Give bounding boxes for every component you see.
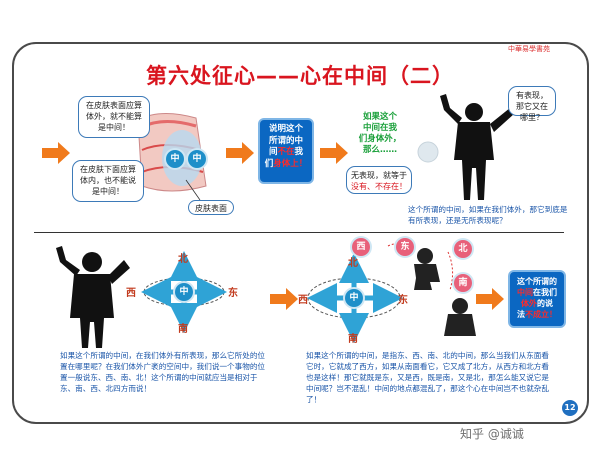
section-divider [34,232,564,233]
box-highlight: 身体上！ [273,158,308,169]
box-line: 们身体上！ [263,159,309,171]
box-line: 这个所谓的 [517,277,557,286]
watermark: 知乎 @诚诚 [460,427,524,441]
green-line: 如果这个 [362,112,397,122]
green-line: 中间在我 [362,123,397,133]
callout-inside-skin: 在皮肤下面应算体内，也不能说是中间！ [72,160,144,202]
callout-outside-skin: 在皮肤表面应算体外，就不能算是中间！ [78,96,150,138]
south-badge: 南 [454,274,472,292]
orange-arrow-icon [42,142,70,164]
callout-no-show: 无表现，就等于 没有、不存在！ [346,166,412,194]
dir-west: 西 [126,288,136,299]
green-line: 们身体外， [358,134,402,144]
orange-arrow-icon [226,142,254,164]
box-line: 所谓的中 [268,135,303,146]
box-text: 在我们 [533,288,557,297]
west-badge: 西 [352,238,370,256]
page-number: 12 [562,400,578,416]
dashed-arc [447,251,454,291]
box-line: 体外的说 [513,298,561,309]
box-text: 我 [294,147,304,157]
box-text: 间 [268,147,278,157]
dir-south: 南 [348,334,358,345]
orange-arrow-icon [320,142,348,164]
seated-figure-silhouette-icon [414,248,440,290]
dir-east: 东 [398,295,408,306]
dir-west: 西 [298,295,308,306]
dir-north: 北 [178,254,188,265]
box-line: 说明这个 [268,124,303,134]
box-highlight: 不成立！ [525,310,557,319]
north-badge: 北 [454,240,472,258]
box-line: 中间在我们 [513,287,561,298]
conclusion-box-top: 说明这个 所谓的中 间不在我 们身体上！ [258,118,314,184]
dir-east: 东 [228,288,238,299]
conclusion-box-bottom: 这个所谓的 中间在我们 体外的说 法不成立！ [508,270,566,328]
top-caption: 这个所谓的中间，如果在我们体外，那它到底是有所表现，还是无所表现呢？ [408,205,568,225]
box-text: 法 [517,310,525,319]
box-text: 的说 [537,299,553,308]
box-line: 法不成立！ [513,309,561,320]
muscle-man-silhouette-icon [56,246,130,348]
green-line: 那么…… [362,145,397,155]
dir-north: 北 [348,258,358,269]
callout-line: 没有、不存在！ [351,182,407,191]
skin-surface-label: 皮肤表面 [188,200,234,215]
zhong-circle: 中 [166,150,184,168]
orange-arrow-icon [270,288,298,310]
dir-south: 南 [178,324,188,335]
bottom-left-caption: 如果这个所谓的中间，在我们体外有所表现，那么它所处的位置在哪里呢？在我们体外广袤… [60,351,266,393]
orange-arrow-icon [476,288,504,310]
zhong-circle: 中 [175,283,193,301]
box-text: 们 [264,158,274,169]
logo-text: 中華易學書苑 [508,45,550,53]
green-question: 如果这个 中间在我 们身体外， 那么…… [352,112,408,156]
box-highlight: 体外 [521,299,537,308]
page-title: 第六处征心——心在中间（二） [146,64,454,88]
bottom-right-caption: 如果这个所谓的中间，是指东、西、南、北的中间，那么当我们从东面看它时，它就成了西… [306,351,549,404]
zhong-circle: 中 [345,289,363,307]
box-highlight: 不在 [277,147,295,157]
callout-has-show: 有表现，那它又在哪里？ [508,86,556,122]
box-line: 间不在我 [263,147,309,159]
seated-figure-silhouette-icon [444,298,476,336]
faint-zhong-circle [417,141,439,163]
callout-line: 无表现，就等于 [351,171,407,180]
zhong-circle: 中 [188,150,206,168]
east-badge: 东 [396,238,414,256]
box-highlight: 中间 [517,288,533,297]
